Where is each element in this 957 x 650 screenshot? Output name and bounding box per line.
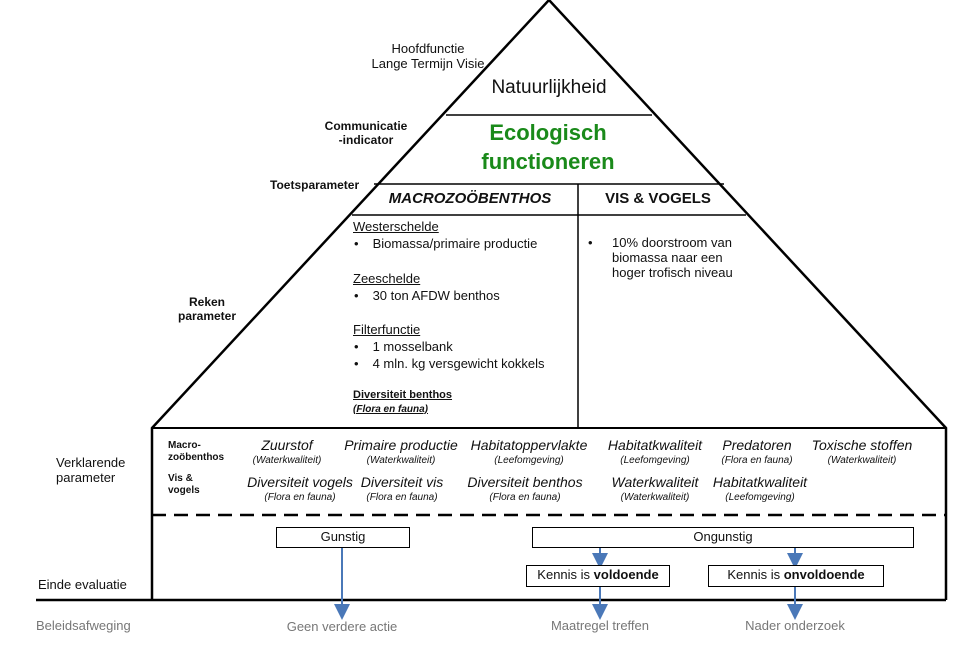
apex-title: Natuurlijkheid bbox=[491, 77, 607, 98]
header-macrozoobenthos: MACROZOÖBENTHOS bbox=[388, 190, 552, 207]
param-name: Primaire productie bbox=[344, 437, 458, 453]
bullet-afdw: •30 ton AFDW benthos bbox=[354, 288, 500, 303]
param-name: Diversiteit vis bbox=[360, 474, 444, 490]
param-category: (Flora en fauna) bbox=[264, 492, 336, 503]
param-name: Diversiteit vogels bbox=[247, 474, 353, 490]
label-hoofdfunctie: Hoofdfunctie Lange Termijn Visie bbox=[371, 41, 485, 71]
box-gunstig: Gunstig bbox=[276, 527, 410, 548]
param-category: (Waterkwaliteit) bbox=[827, 455, 897, 466]
label-rekenparameter: Reken parameter bbox=[177, 295, 237, 323]
param-category: (Waterkwaliteit) bbox=[620, 492, 690, 503]
param-name: Habitatoppervlakte bbox=[470, 437, 588, 453]
box-kennis-voldoende: Kennis is voldoende bbox=[526, 565, 670, 587]
row-label-macrozoobenthos: Macro- zoöbenthos bbox=[168, 440, 225, 463]
diversiteit-benthos-sub: (Flora en fauna) bbox=[353, 404, 429, 415]
diversiteit-benthos-title: Diversiteit benthos bbox=[353, 389, 453, 401]
bullet-kokkels: •4 mln. kg versgewicht kokkels bbox=[354, 356, 545, 371]
param-category: (Waterkwaliteit) bbox=[252, 455, 322, 466]
row-label-vis-vogels: Vis & vogels bbox=[168, 473, 200, 496]
outcome-geen-actie: Geen verdere actie bbox=[286, 619, 398, 634]
param-name: Toxische stoffen bbox=[811, 437, 913, 453]
section-westerschelde: Westerschelde bbox=[353, 219, 439, 234]
label-communicatie: Communicatie -indicator bbox=[324, 119, 408, 147]
bullet-right: • 10% doorstroom van biomassa naar een h… bbox=[588, 235, 733, 280]
label-einde-evaluatie: Einde evaluatie bbox=[38, 577, 127, 592]
param-name: Waterkwaliteit bbox=[611, 474, 699, 490]
section-zeeschelde: Zeeschelde bbox=[353, 271, 421, 286]
green-title: Ecologisch functioneren bbox=[481, 120, 615, 175]
label-toetsparameter: Toetsparameter bbox=[270, 178, 360, 192]
param-name: Predatoren bbox=[722, 437, 792, 453]
param-category: (Leefomgeving) bbox=[620, 455, 690, 466]
param-name: Diversiteit benthos bbox=[467, 474, 583, 490]
header-vis-vogels: VIS & VOGELS bbox=[605, 190, 711, 207]
param-category: (Flora en fauna) bbox=[366, 492, 438, 503]
param-name: Habitatkwaliteit bbox=[712, 474, 808, 490]
outcome-maatregel: Maatregel treffen bbox=[550, 618, 650, 633]
pyramid-outline bbox=[150, 0, 948, 600]
bullet-mosselbank: •1 mosselbank bbox=[354, 339, 453, 354]
outcome-nader-onderzoek: Nader onderzoek bbox=[745, 618, 845, 633]
label-beleidsafweging: Beleidsafweging bbox=[36, 618, 131, 633]
param-category: (Waterkwaliteit) bbox=[366, 455, 436, 466]
param-category: (Flora en fauna) bbox=[489, 492, 561, 503]
label-verklarende: Verklarende parameter bbox=[56, 455, 126, 485]
section-filterfunctie: Filterfunctie bbox=[353, 322, 421, 337]
param-name: Habitatkwaliteit bbox=[607, 437, 703, 453]
param-name: Zuurstof bbox=[261, 437, 313, 453]
param-category: (Leefomgeving) bbox=[725, 492, 795, 503]
bullet-biomassa: •Biomassa/primaire productie bbox=[354, 236, 538, 251]
box-kennis-onvoldoende: Kennis is onvoldoende bbox=[708, 565, 884, 587]
param-category: (Flora en fauna) bbox=[721, 455, 793, 466]
param-category: (Leefomgeving) bbox=[494, 455, 564, 466]
box-ongunstig: Ongunstig bbox=[532, 527, 914, 548]
